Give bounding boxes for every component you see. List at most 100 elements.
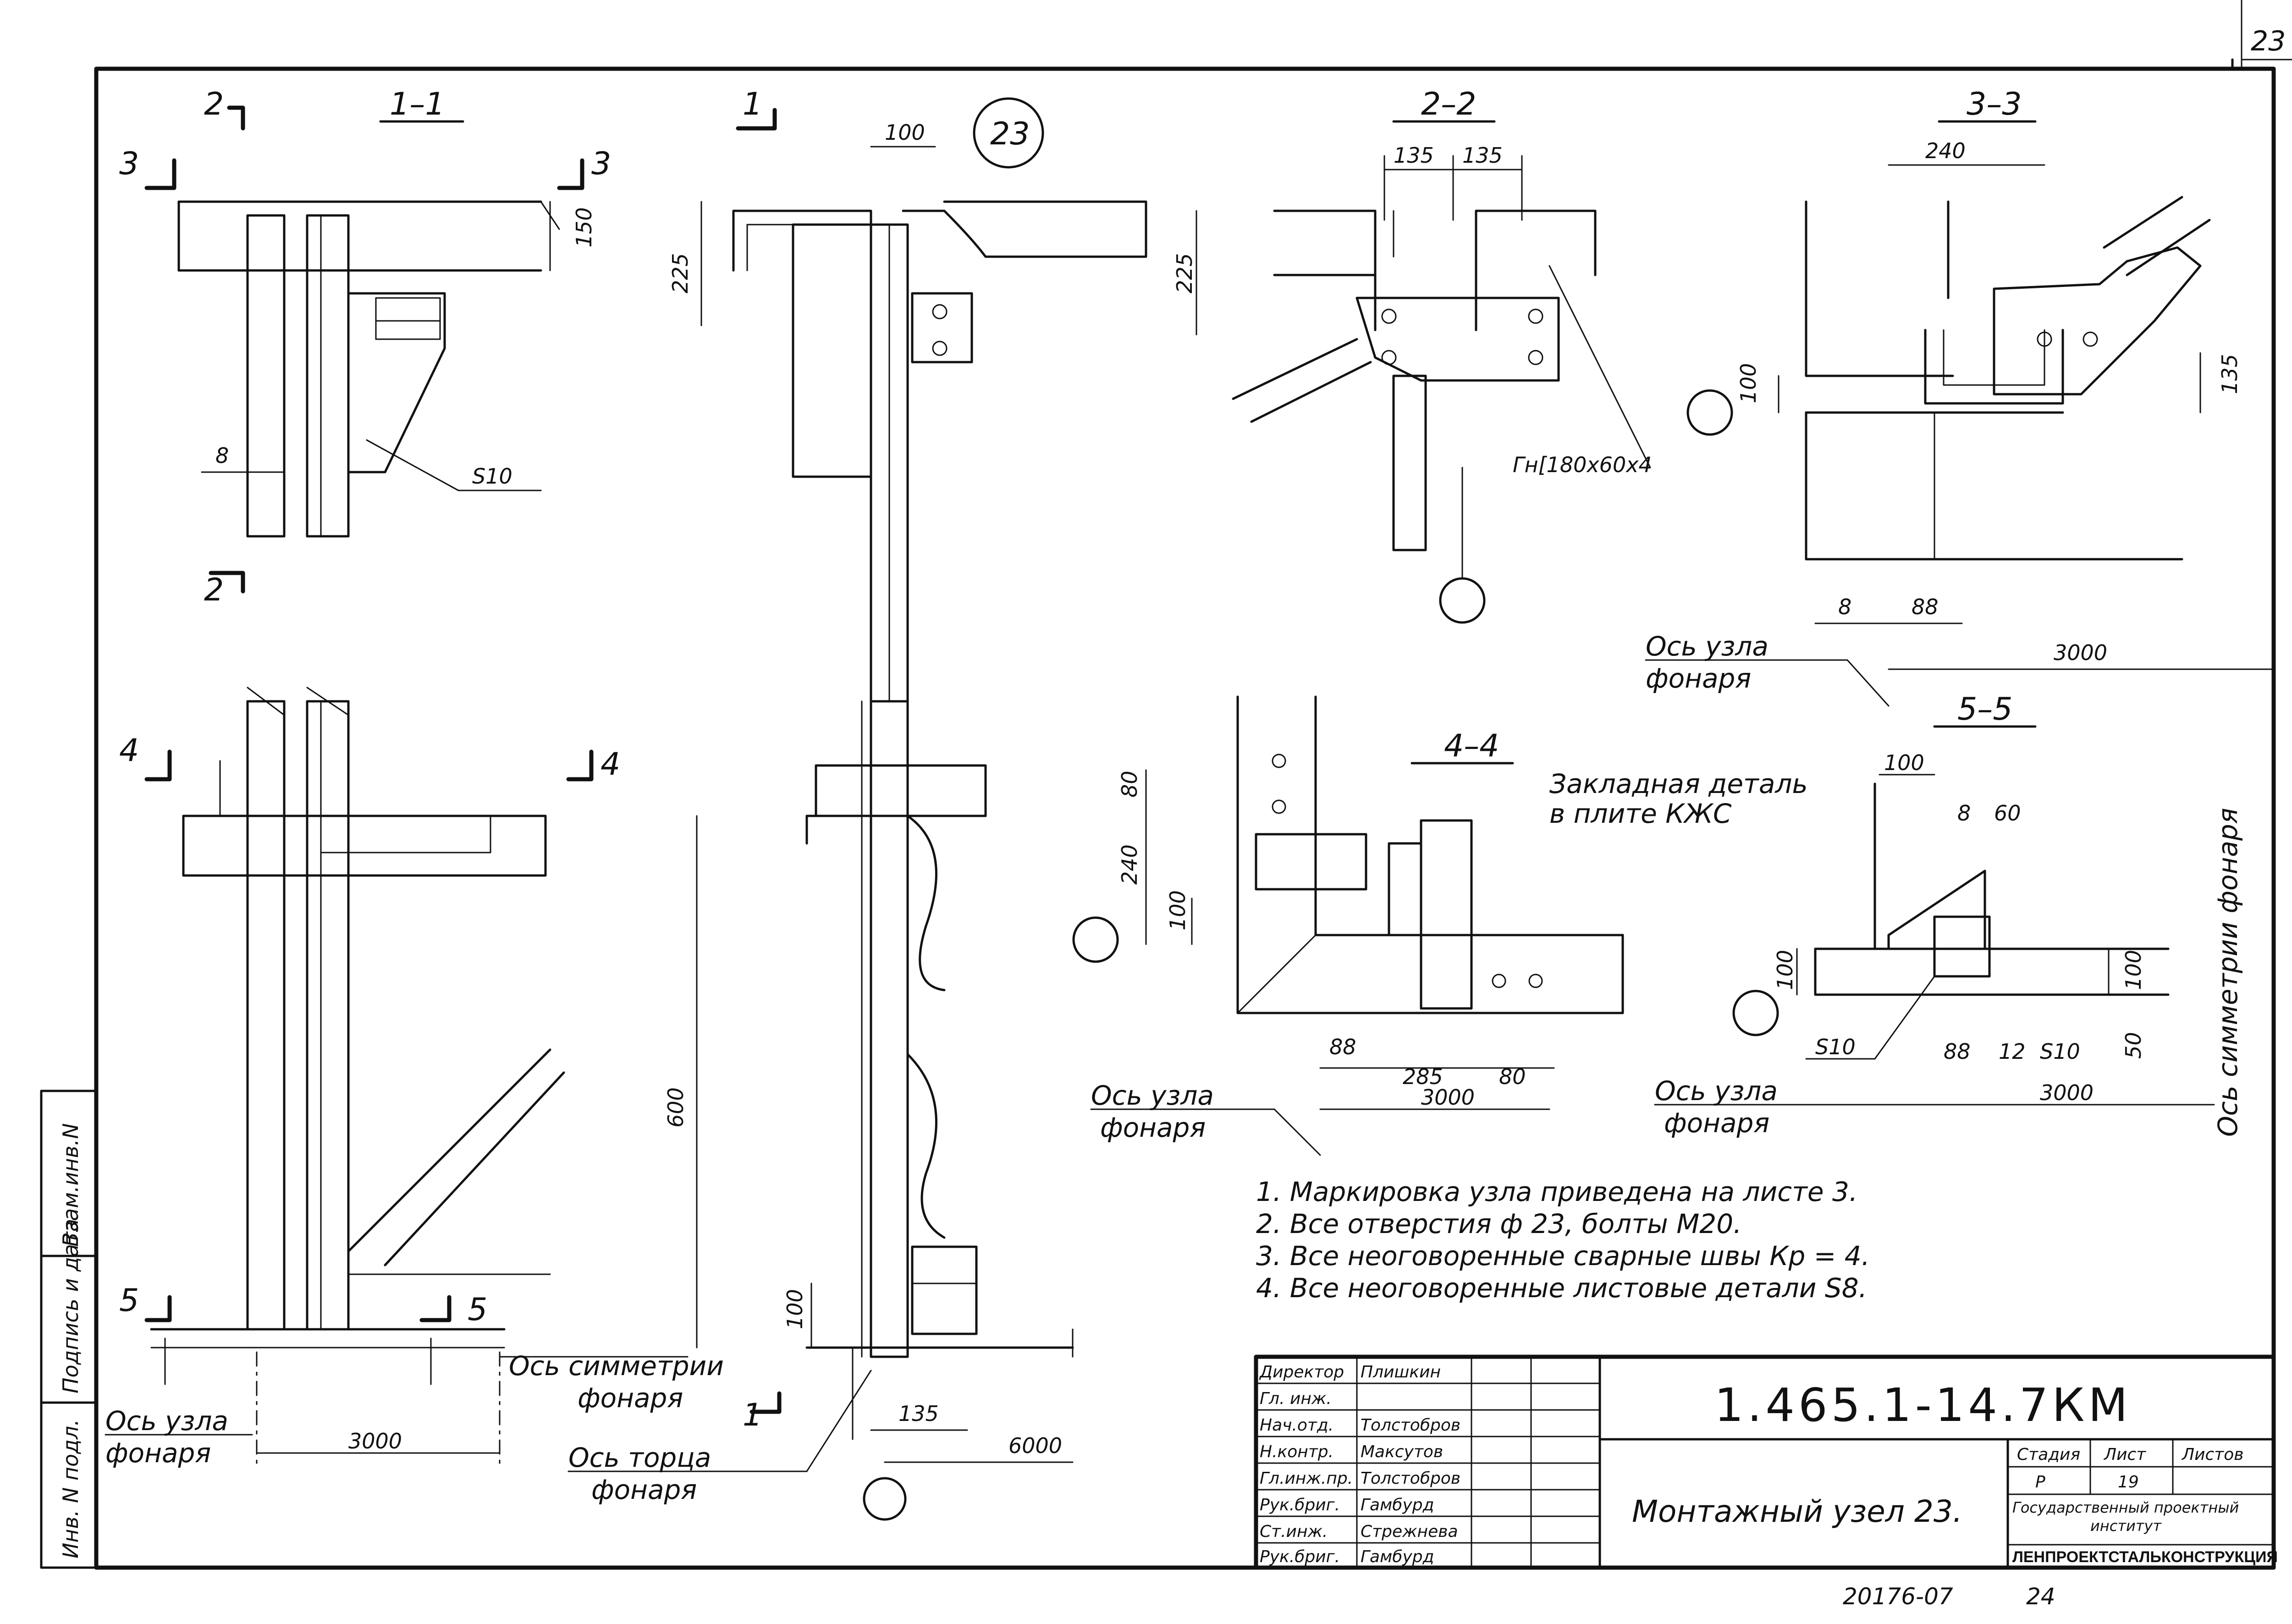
- dim-135-a: 135: [1394, 143, 1434, 168]
- tb-name-4: Максутов: [1361, 1442, 1443, 1461]
- note-3: 3. Все неоговоренные сварные швы Кр = 4.: [1256, 1240, 1870, 1272]
- dim-100-right-section55: 100: [2121, 950, 2146, 990]
- tb-stage-label: Стадия: [2017, 1445, 2080, 1464]
- dim-240-section33: 240: [1925, 138, 1966, 163]
- label-s10-a-section55: S10: [1815, 1035, 1856, 1059]
- dim-100-bottom: 100: [782, 1289, 807, 1329]
- stamp-inv-original: Инв. N подл.: [58, 1419, 83, 1558]
- label-axis-end-b: фонаря: [591, 1474, 697, 1505]
- dim-88-section33: 88: [1912, 595, 1939, 619]
- dim-135-b: 135: [1462, 143, 1503, 168]
- dim-135-section33: 135: [2217, 354, 2242, 394]
- archive-number: 20176-07: [1843, 1583, 1953, 1610]
- tb-role-5: Гл.инж.пр.: [1260, 1469, 1353, 1488]
- dim-8: 8: [215, 443, 229, 468]
- tb-role-4: Н.контр.: [1260, 1442, 1333, 1461]
- node-mark-bubble: 23: [990, 116, 1030, 152]
- dim-8-section55: 8: [1957, 801, 1971, 826]
- cut-mark-5-right: 5: [468, 1292, 487, 1328]
- view-section-4-4: 4–4 80 240 100 88 285 80 3000 Ось узла ф…: [1072, 695, 1624, 1156]
- tb-role-2: Гл. инж.: [1260, 1389, 1332, 1408]
- label-embedded-part-1: Закладная деталь: [1549, 768, 1808, 799]
- cut-mark-1-top: 1: [743, 86, 762, 122]
- side-stamp: Инв. N подл. Подпись и дата Взам.инв.N: [40, 1090, 98, 1569]
- notes-block: 1. Маркировка узла приведена на листе 3.…: [1256, 1176, 1870, 1304]
- label-axis-node-1: Ось узла: [105, 1405, 228, 1437]
- label-axis-symmetry-1: Ось симметрии: [509, 1350, 724, 1382]
- tb-name-5: Толстобров: [1361, 1469, 1460, 1488]
- tb-org-line-2: институт: [2090, 1517, 2162, 1535]
- label-axis-symmetry-2: Ось симметрии фонаря: [2212, 808, 2243, 1137]
- dim-3000-view11: 3000: [348, 1429, 402, 1453]
- cut-mark-5-left: 5: [119, 1283, 139, 1319]
- tb-org-line-3: ЛЕНПРОЕКТСТАЛЬКОНСТРУКЦИЯ: [2012, 1548, 2278, 1566]
- cut-mark-4-right: 4: [601, 746, 620, 782]
- view-section-1-1: 1–1 2 3 3 2 4 4 5 5 150 8: [105, 86, 724, 1469]
- label-channel-profile: Гн[180x60x4: [1513, 452, 1652, 477]
- dim-150: 150: [572, 207, 596, 248]
- cut-mark-3-right: 3: [591, 146, 611, 182]
- dim-3000-section33: 3000: [2054, 640, 2107, 665]
- cut-mark-3-left: 3: [119, 146, 139, 182]
- dim-3000-section44: 3000: [1421, 1085, 1475, 1110]
- dim-240-section44: 240: [1117, 844, 1142, 885]
- label-axis-symmetry-1b: фонаря: [578, 1382, 683, 1414]
- tb-role-8: Рук.бриг.: [1260, 1547, 1340, 1566]
- dim-60-section55: 60: [1994, 801, 2021, 826]
- dim-600: 600: [663, 1087, 688, 1128]
- view-section-5-5: 5–5 Закладная деталь в плите КЖС 100 8 6…: [1549, 691, 2243, 1139]
- dim-100-top: 100: [885, 120, 925, 145]
- section-title-3-3: 3–3: [1967, 86, 2022, 122]
- dim-88-section55: 88: [1944, 1039, 1971, 1064]
- tb-role-7: Ст.инж.: [1260, 1522, 1328, 1541]
- tb-name-3: Толстобров: [1361, 1416, 1460, 1435]
- note-1: 1. Маркировка узла приведена на листе 3.: [1256, 1176, 1857, 1207]
- dim-3000-section55: 3000: [2040, 1080, 2094, 1105]
- view-section-3-3: 3–3 240 100 135 8 88 3000 Ось узла фонар…: [1645, 86, 2275, 707]
- dim-100-section55: 100: [1884, 750, 1924, 775]
- label-axis-node-3b: фонаря: [1100, 1112, 1206, 1143]
- page-number: 24: [2026, 1583, 2055, 1610]
- tb-sheet-label: Лист: [2103, 1445, 2146, 1464]
- tb-sheet-value: 19: [2118, 1473, 2139, 1492]
- cut-mark-2-bottom: 2: [204, 572, 224, 608]
- dim-80b-section44: 80: [1499, 1064, 1526, 1089]
- dim-100-section33: 100: [1736, 363, 1761, 403]
- tb-name-8: Гамбурд: [1361, 1547, 1434, 1566]
- dim-50-section55: 50: [2121, 1032, 2146, 1059]
- view-section-2-2: 2–2 135 135 225 Гн[180x60x4: [1172, 86, 1652, 624]
- note-2: 2. Все отверстия ф 23, болты М20.: [1256, 1208, 1742, 1239]
- dim-100-section44: 100: [1165, 890, 1190, 930]
- sheet-frame: [94, 0, 2292, 1570]
- dim-285-section44: 285: [1403, 1064, 1443, 1089]
- section-title-2-2: 2–2: [1421, 86, 1477, 122]
- tb-sheets-label: Листов: [2181, 1445, 2243, 1464]
- dim-12-section55: 12: [1999, 1039, 2026, 1064]
- label-axis-node-4b: фонаря: [1664, 1107, 1769, 1139]
- tb-stage-value: Р: [2035, 1473, 2045, 1492]
- label-axis-end: Ось торца: [568, 1442, 711, 1473]
- label-axis-node-2b: фонаря: [1646, 663, 1751, 694]
- stamp-signature-date: Подпись и дата: [58, 1219, 83, 1393]
- dim-6000: 6000: [1008, 1433, 1062, 1458]
- label-s10-view11: S10: [472, 464, 512, 489]
- doc-code: 1.465.1-14.7КМ: [1714, 1378, 2132, 1432]
- label-axis-node-3: Ось узла: [1091, 1080, 1214, 1111]
- stamp-replacement-inv: Взам.инв.N: [58, 1123, 83, 1247]
- tb-org-line-1: Государственный проектный: [2012, 1499, 2239, 1516]
- dim-88-section44: 88: [1329, 1035, 1356, 1059]
- tb-name-7: Стрежнева: [1361, 1522, 1458, 1541]
- dim-8-section33: 8: [1838, 595, 1851, 619]
- cut-mark-4-left: 4: [119, 732, 139, 769]
- dim-225-section22: 225: [1172, 253, 1197, 293]
- drawing-title: Монтажный узел 23.: [1632, 1494, 1962, 1529]
- section-title-1-1: 1–1: [390, 86, 445, 122]
- section-title-5-5: 5–5: [1957, 691, 2013, 727]
- tb-role-1: Директор: [1259, 1363, 1344, 1382]
- section-title-4-4: 4–4: [1444, 728, 1499, 764]
- title-block: Директор Плишкин Гл. инж. Нач.отд. Толст…: [1254, 1354, 2278, 1570]
- tb-role-3: Нач.отд.: [1260, 1416, 1333, 1435]
- cut-mark-2-top: 2: [204, 86, 224, 122]
- label-embedded-part-2: в плите КЖС: [1549, 798, 1732, 829]
- tb-name-6: Гамбурд: [1361, 1496, 1434, 1514]
